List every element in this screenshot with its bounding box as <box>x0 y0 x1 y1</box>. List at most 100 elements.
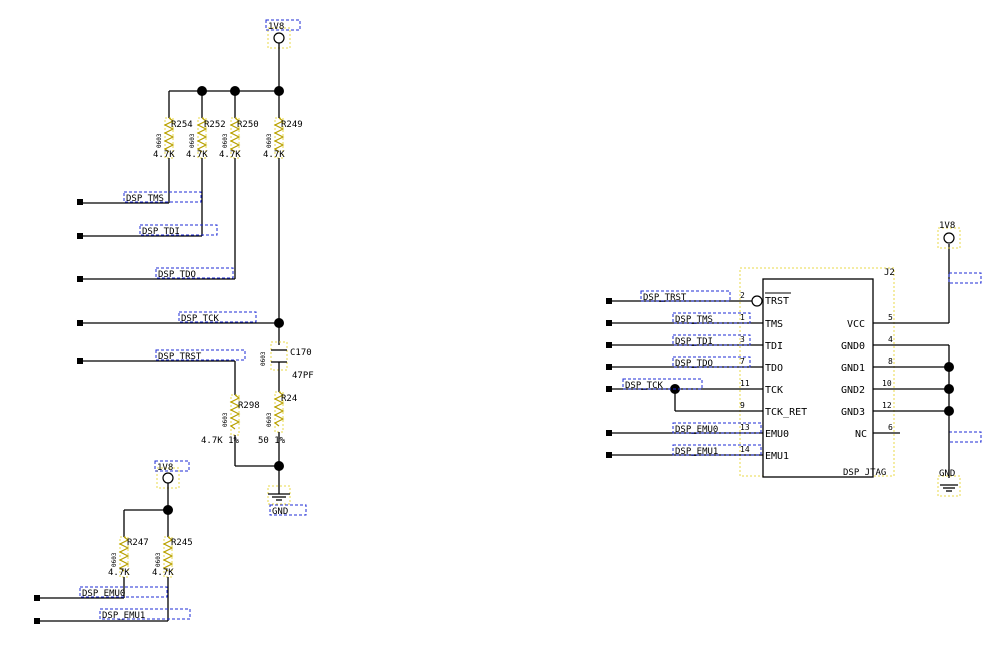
pin-num: 5 <box>888 313 893 322</box>
r250-ref: R250 <box>237 120 259 130</box>
r249-value: 4.7K <box>263 150 285 160</box>
tdo-label-right: DSP_TDO <box>675 359 713 369</box>
emu0-label-right: DSP_EMU0 <box>675 425 718 435</box>
pin-num: 11 <box>740 379 750 388</box>
tdi-label: DSP_TDI <box>142 227 180 237</box>
r298-package: 0603 <box>222 412 229 427</box>
pin-name: EMU1 <box>765 451 789 462</box>
net-dsp-tdi: DSP_TDI <box>77 224 218 239</box>
resistor-r252: R252 4.7K 0603 <box>186 91 226 236</box>
r247-value: 4.7K <box>108 568 130 578</box>
pin-name: TDI <box>765 341 783 352</box>
pin-name: EMU0 <box>765 429 789 440</box>
net-dsp-trst: DSP_TRST <box>77 349 246 364</box>
pin-name: GND3 <box>841 407 865 418</box>
tck-label: DSP_TCK <box>181 314 220 324</box>
junction-dot <box>274 461 284 471</box>
r254-value: 4.7K <box>153 150 175 160</box>
r245-ref: R245 <box>171 538 193 548</box>
power-label-top: 1V8 <box>268 22 284 32</box>
j2-right-pins: VCC 5 GND0 4 GND1 8 GND2 10 GND3 12 NC 6 <box>841 244 982 478</box>
pin-num: 7 <box>740 357 745 366</box>
r24-value: 50 1% <box>258 436 286 446</box>
pin-num: 2 <box>740 291 745 300</box>
gnd-label-left: GND <box>272 507 288 517</box>
pin-name: TRST <box>765 296 789 307</box>
c170-value: 47PF <box>292 371 314 381</box>
pin-name: GND1 <box>841 363 865 374</box>
r247-ref: R247 <box>127 538 149 548</box>
r24-ref: R24 <box>281 394 297 404</box>
r250-value: 4.7K <box>219 150 241 160</box>
r254-ref: R254 <box>171 120 193 130</box>
pin-name: TDO <box>765 363 783 374</box>
j2-left-pins: 2 TRST DSP_TRST 1 TMS DSP_TMS 3 TDI DSP_… <box>606 290 807 462</box>
r250-package: 0603 <box>222 133 229 148</box>
r249-package: 0603 <box>266 133 273 148</box>
pin-num: 14 <box>740 445 750 454</box>
r247-package: 0603 <box>111 552 118 567</box>
connector-j2: J2 DSP_JTAG <box>739 267 895 478</box>
gnd-label-right: GND <box>939 469 955 479</box>
pin-num: 3 <box>740 335 745 344</box>
net-dsp-emu0-left: DSP_EMU0 <box>34 586 168 601</box>
pin-num: 12 <box>882 401 892 410</box>
pin-name: TCK <box>765 385 783 396</box>
resistor-r250: R250 4.7K 0603 <box>219 91 259 279</box>
junction-dot <box>274 318 284 328</box>
resistor-r245: R245 4.7K 0603 <box>152 510 193 621</box>
emu1-label-left: DSP_EMU1 <box>102 611 145 621</box>
pin-num: 4 <box>888 335 893 344</box>
tdi-label-right: DSP_TDI <box>675 337 713 347</box>
r252-ref: R252 <box>204 120 226 130</box>
pin-num: 6 <box>888 423 893 432</box>
pin-num: 8 <box>888 357 893 366</box>
r298-ref: R298 <box>238 401 260 411</box>
pin-name: GND0 <box>841 341 865 352</box>
resistor-r298: R298 4.7K 1% 0603 <box>201 361 279 467</box>
power-label-right: 1V8 <box>939 221 955 231</box>
net-dsp-tdo: DSP_TDO <box>77 267 235 282</box>
pin-name: TMS <box>765 319 783 330</box>
tms-label-right: DSP_TMS <box>675 315 713 325</box>
net-dsp-tck: DSP_TCK <box>77 311 284 328</box>
resistor-r24: R24 50 1% 0603 <box>258 391 297 494</box>
ground-symbol-left: GND <box>267 485 307 517</box>
net-dsp-tms: DSP_TMS <box>77 191 202 205</box>
emu0-label-left: DSP_EMU0 <box>82 589 125 599</box>
capacitor-c170: C170 47PF 0603 <box>260 341 314 392</box>
pin-num: 9 <box>740 401 745 410</box>
power-symbol-lower: 1V8 <box>154 460 190 489</box>
resistor-r254: R254 4.7K 0603 <box>153 91 193 203</box>
pin-name: TCK_RET <box>765 407 807 418</box>
emu1-label-right: DSP_EMU1 <box>675 447 718 457</box>
r245-package: 0603 <box>155 552 162 567</box>
tdo-label: DSP_TDO <box>158 270 196 280</box>
pin-num: 1 <box>740 313 745 322</box>
junction-dot <box>944 362 954 372</box>
r24-package: 0603 <box>266 412 273 427</box>
j2-ref: J2 <box>884 268 895 278</box>
pin-num: 13 <box>740 423 750 432</box>
r249-ref: R249 <box>281 120 303 130</box>
resistor-r247: R247 4.7K 0603 <box>108 510 149 598</box>
junction-dot <box>944 384 954 394</box>
trst-label: DSP_TRST <box>158 352 202 362</box>
junction-dot <box>944 406 954 416</box>
j2-name: DSP_JTAG <box>843 468 886 478</box>
pin-name: VCC <box>847 319 865 330</box>
ground-symbol-right: GND <box>937 469 961 497</box>
r252-value: 4.7K <box>186 150 208 160</box>
r298-value: 4.7K 1% <box>201 436 240 446</box>
resistor-r249: R249 4.7K 0603 <box>263 91 303 345</box>
r254-package: 0603 <box>156 133 163 148</box>
pin-name: NC <box>855 429 867 440</box>
trst-label-right: DSP_TRST <box>643 293 687 303</box>
power-symbol-right: 1V8 <box>937 221 982 284</box>
pin-name: GND2 <box>841 385 865 396</box>
c170-package: 0603 <box>260 351 267 366</box>
r252-package: 0603 <box>189 133 196 148</box>
r245-value: 4.7K <box>152 568 174 578</box>
